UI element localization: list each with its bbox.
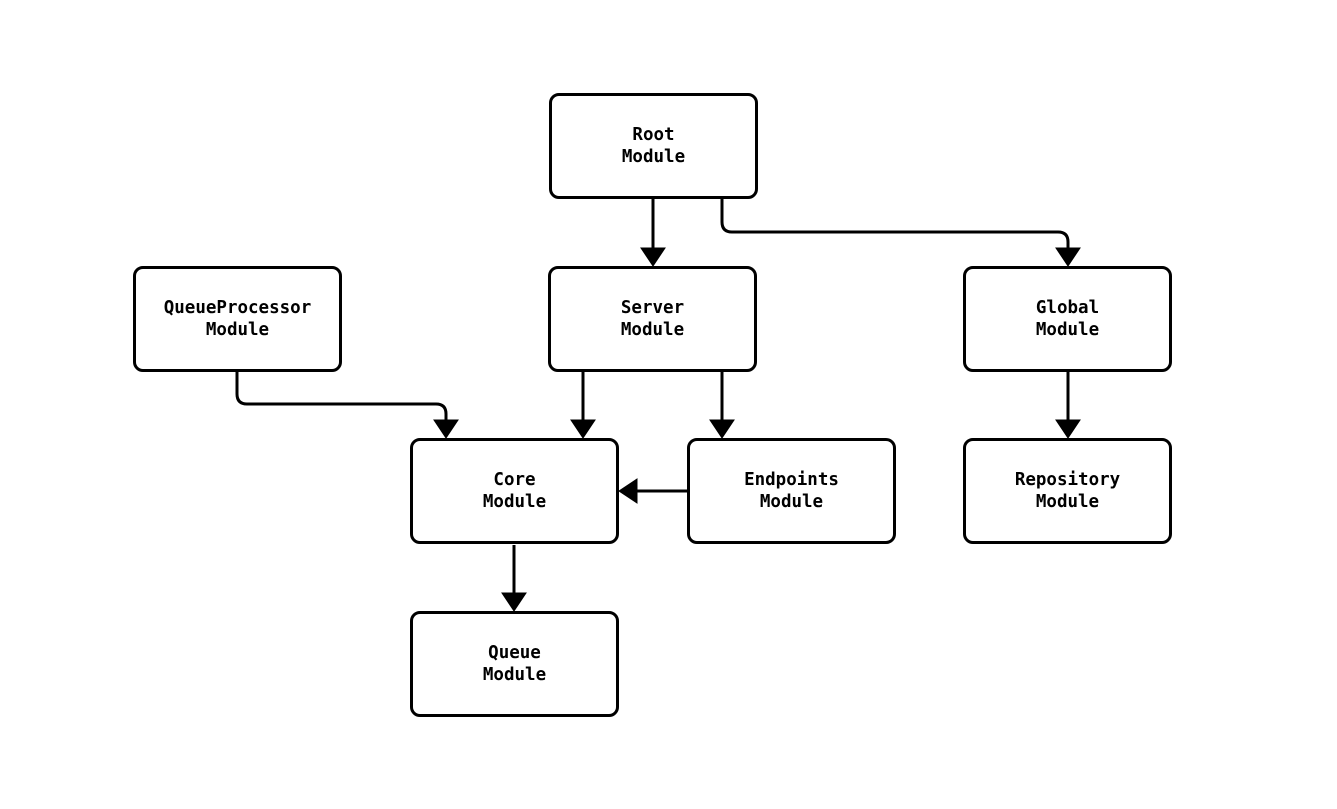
node-endpoints-module: Endpoints Module	[687, 438, 896, 544]
node-server-module-label: Server Module	[620, 298, 685, 340]
node-repository-module: Repository Module	[963, 438, 1172, 544]
edge-endpoints-to-core	[618, 478, 687, 504]
edge-server-to-core	[570, 372, 596, 439]
node-queue-module-label: Queue Module	[482, 643, 547, 685]
node-core-module-label: Core Module	[482, 470, 547, 512]
node-global-module-label: Global Module	[1035, 298, 1100, 340]
edge-root-to-global	[720, 198, 1081, 267]
node-queue-module: Queue Module	[410, 611, 619, 717]
edge-root-to-server	[640, 198, 666, 267]
node-endpoints-module-label: Endpoints Module	[744, 470, 839, 512]
node-global-module: Global Module	[963, 266, 1172, 372]
node-core-module: Core Module	[410, 438, 619, 544]
node-server-module: Server Module	[548, 266, 757, 372]
node-root-module: Root Module	[549, 93, 758, 199]
edge-global-to-repository	[1055, 372, 1081, 439]
node-queueprocessor-module: QueueProcessor Module	[133, 266, 342, 372]
node-queueprocessor-module-label: QueueProcessor Module	[163, 298, 312, 340]
edge-server-to-endpoints	[709, 372, 735, 439]
edge-core-to-queue	[501, 545, 527, 612]
node-repository-module-label: Repository Module	[1014, 470, 1121, 512]
node-root-module-label: Root Module	[621, 125, 686, 167]
edge-queueprocessor-to-core	[235, 372, 459, 439]
